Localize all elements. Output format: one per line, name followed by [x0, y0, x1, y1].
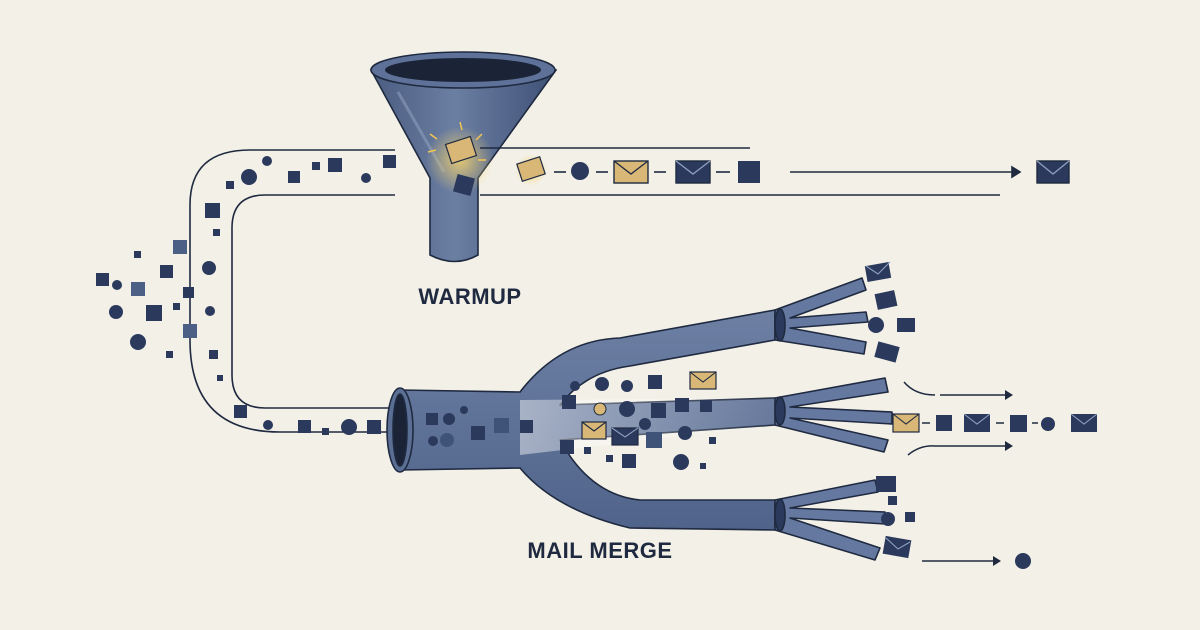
- token-square: [96, 273, 109, 286]
- envelope-icon: [963, 413, 991, 432]
- token-square: [183, 324, 197, 338]
- token-square: [146, 305, 162, 321]
- token-square: [226, 181, 234, 189]
- token-square: [298, 420, 311, 433]
- token-circle: [241, 169, 257, 185]
- warmup-funnel-icon: [369, 51, 558, 263]
- envelope-icon: [675, 160, 711, 184]
- middle-branch-output: [892, 381, 1098, 456]
- token-square: [134, 251, 141, 258]
- mail-merge-pipe-icon: [386, 277, 893, 561]
- lower-branch-output: [876, 476, 1031, 569]
- token-circle: [571, 162, 589, 180]
- envelope-icon: [882, 535, 912, 559]
- token-square: [217, 375, 223, 381]
- token-square: [328, 158, 342, 172]
- token-circle: [202, 261, 216, 275]
- token-square: [288, 171, 300, 183]
- envelope-icon: [892, 413, 920, 433]
- token-square: [452, 173, 476, 197]
- envelope-icon: [613, 160, 649, 184]
- envelope-token: [516, 155, 546, 183]
- incoming-track: [189, 149, 395, 433]
- envelope-icon: [1036, 160, 1070, 184]
- token-square: [234, 405, 247, 418]
- token-square: [173, 240, 187, 254]
- merge-tokens: [426, 371, 717, 470]
- mail-merge-label: MAIL MERGE: [527, 538, 673, 563]
- token-square: [183, 287, 194, 298]
- token-square: [209, 350, 218, 359]
- token-square: [166, 351, 173, 358]
- inner-track-line: [231, 194, 395, 409]
- envelope-token: [444, 135, 478, 165]
- envelope-icon: [1070, 413, 1098, 432]
- upper-branch-output: [864, 261, 915, 363]
- token-square: [383, 155, 396, 168]
- warmup-label: WARMUP: [418, 284, 522, 309]
- token-circle: [341, 419, 357, 435]
- token-square: [160, 265, 173, 278]
- token-square: [312, 162, 320, 170]
- token-circle: [130, 334, 146, 350]
- token-circle: [262, 156, 272, 166]
- token-square: [173, 303, 180, 310]
- token-circle: [109, 305, 123, 319]
- token-square: [322, 428, 329, 435]
- token-square: [367, 420, 381, 434]
- token-circle: [205, 306, 215, 316]
- envelope-icon: [581, 421, 607, 440]
- token-square: [131, 282, 145, 296]
- token-circle: [263, 420, 273, 430]
- warmup-output: [480, 147, 1022, 196]
- token-square: [213, 229, 220, 236]
- token-square: [738, 161, 760, 183]
- envelope-icon: [689, 371, 717, 390]
- envelope-icon: [611, 427, 639, 446]
- sparkle-lines: [427, 121, 486, 161]
- envelope-icon: [864, 261, 892, 282]
- token-square: [205, 203, 220, 218]
- token-circle: [361, 173, 371, 183]
- token-circle: [112, 280, 122, 290]
- incoming-tokens: [96, 155, 396, 435]
- warmup-output-tokens: [515, 154, 1070, 186]
- outer-track-line: [189, 149, 395, 433]
